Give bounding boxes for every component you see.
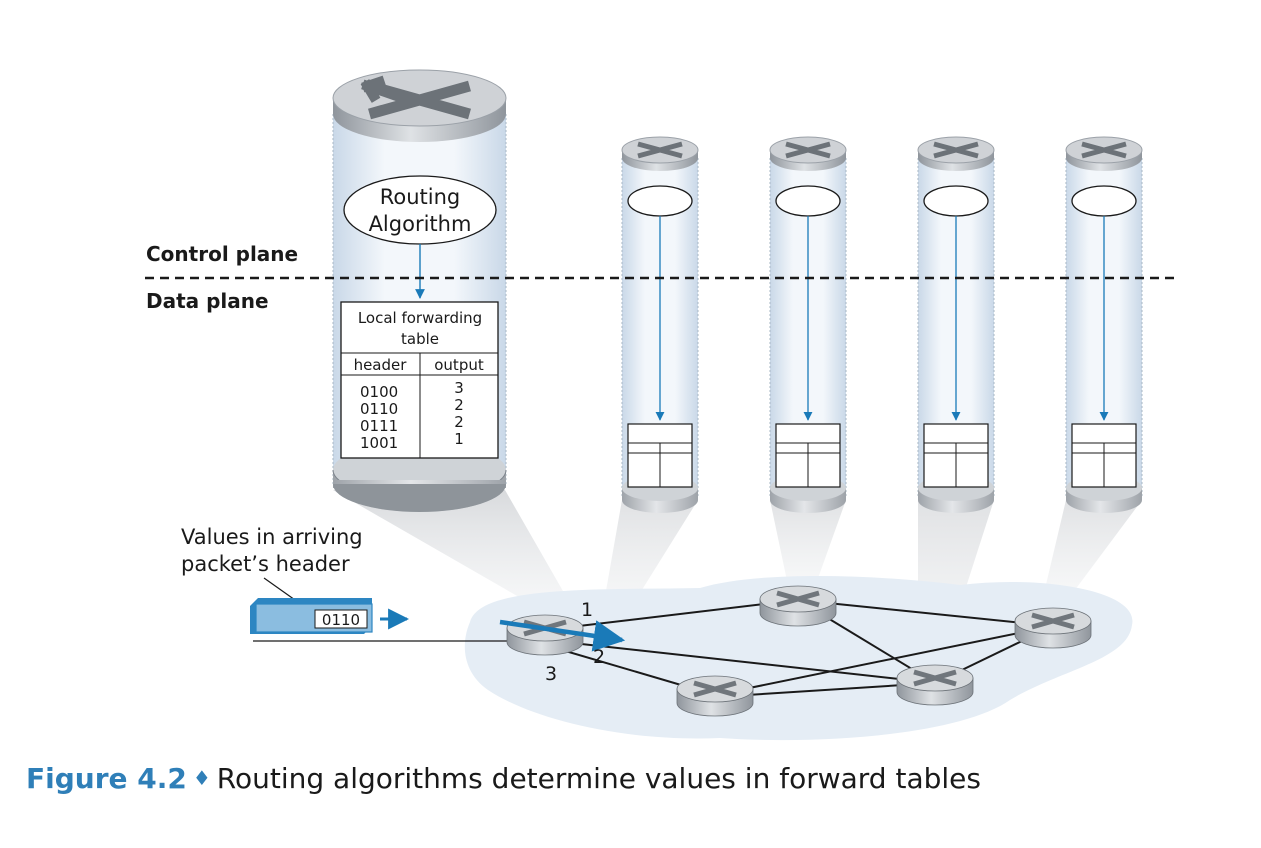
figure-caption: Figure 4.2♦Routing algorithms determine … [26,762,981,795]
packet: 0110 [250,598,373,634]
caption-text: Routing algorithms determine values in f… [216,762,981,795]
router-columns-small [621,136,1142,513]
arriving-note-2: packet’s header [181,552,350,576]
port-label-3: 3 [545,663,557,685]
control-plane-label: Control plane [146,242,298,266]
data-plane-label: Data plane [146,289,269,313]
table-row-header: 0100 [360,383,398,401]
router-column-4 [1066,137,1142,513]
forwarding-table: Local forwarding table header output 010… [340,301,499,459]
table-row-output: 2 [454,396,464,414]
routing-algorithm-label-1: Routing [380,185,461,209]
table-title-1: Local forwarding [358,309,482,327]
router-column-2 [770,137,846,513]
col-output-label: output [434,356,484,374]
table-row-output: 1 [454,430,464,448]
figure-number: Figure 4.2 [26,762,187,795]
router-icon [677,676,753,716]
router-column-3 [918,137,994,513]
packet-header-value: 0110 [322,611,360,629]
routing-algorithm-node: Routing Algorithm [343,175,497,245]
router-icon [760,586,836,626]
router-column-1 [621,136,699,513]
table-title-2: table [401,330,439,348]
router-icon [506,614,584,656]
forwarding-arrow [499,619,626,652]
arriving-note-1: Values in arriving [181,525,363,549]
router-x-icon [360,75,471,120]
port-label-1: 1 [581,599,593,621]
table-row-header: 0110 [360,400,398,418]
col-header-label: header [354,356,408,374]
table-row-header: 0111 [360,417,398,435]
table-row-header: 1001 [360,434,398,452]
table-row-output: 2 [454,413,464,431]
diamond-icon: ♦ [192,766,211,790]
routing-algorithm-label-2: Algorithm [369,212,472,236]
table-rows: 0100 3 0110 2 0111 2 1001 1 [360,379,464,452]
router-icon [1015,608,1091,648]
port-label-2: 2 [593,646,605,668]
table-row-output: 3 [454,379,464,397]
router-icon [897,665,973,705]
